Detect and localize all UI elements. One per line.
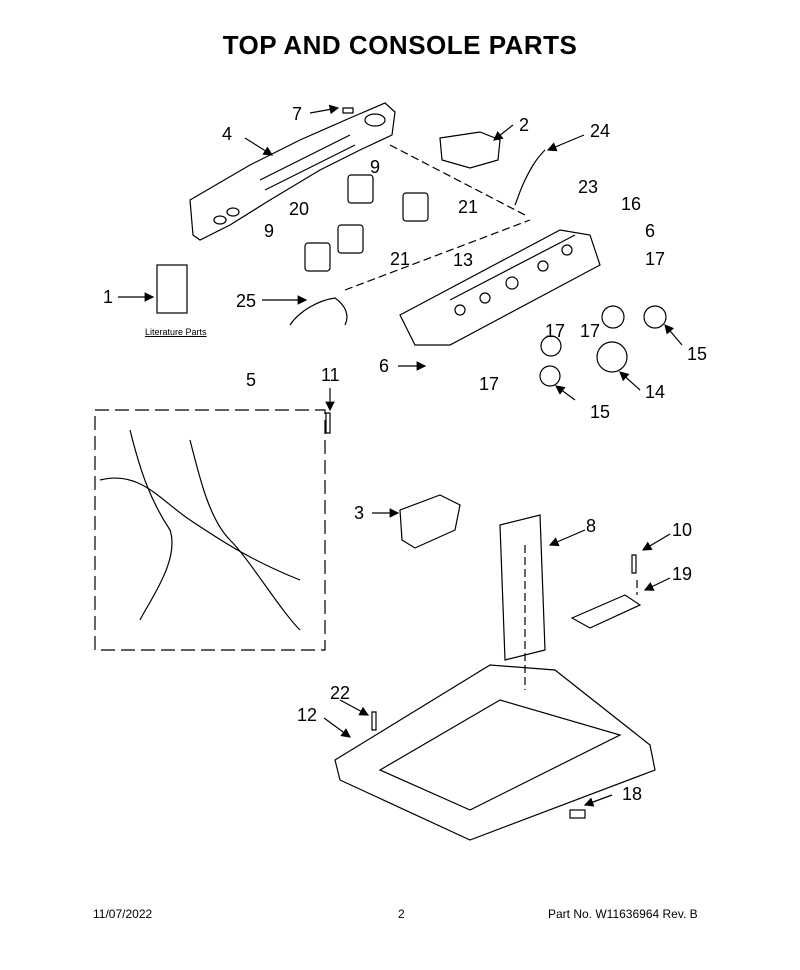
callout-18: 18 — [622, 784, 643, 804]
callout-15b: 15 — [590, 402, 611, 422]
callout-24: 24 — [590, 121, 611, 141]
callout-25: 25 — [236, 291, 257, 311]
callout-17d: 17 — [479, 374, 500, 394]
callout-17a: 17 — [645, 249, 666, 269]
callout-3: 3 — [354, 503, 365, 523]
callout-17b: 17 — [545, 321, 566, 341]
console-panel — [189, 102, 396, 241]
callout-7: 7 — [292, 104, 303, 124]
callout-5: 5 — [246, 370, 257, 390]
callout-13: 13 — [453, 250, 474, 270]
callout-21a: 21 — [458, 197, 479, 217]
callout-2: 2 — [519, 115, 530, 135]
callout-12: 12 — [297, 705, 318, 725]
callout-4: 4 — [222, 124, 233, 144]
callout-10: 10 — [672, 520, 693, 540]
callout-9a: 9 — [370, 157, 381, 177]
callout-9b: 9 — [264, 221, 275, 241]
callout-22: 22 — [330, 683, 351, 703]
callout-19: 19 — [672, 564, 693, 584]
callout-23: 23 — [578, 177, 599, 197]
callout-6a: 6 — [645, 221, 656, 241]
callout-20: 20 — [289, 199, 310, 219]
control-panel — [399, 229, 601, 346]
callout-8: 8 — [586, 516, 597, 536]
callout-15a: 15 — [687, 344, 708, 364]
callout-14: 14 — [645, 382, 666, 402]
footer-date: 11/07/2022 — [93, 907, 153, 921]
callout-6b: 6 — [379, 356, 390, 376]
callout-17c: 17 — [580, 321, 601, 341]
washer-top — [334, 664, 656, 841]
page-title: TOP AND CONSOLE PARTS — [222, 30, 578, 60]
callout-16: 16 — [621, 194, 642, 214]
literature-parts-label: Literature Parts — [145, 327, 207, 337]
footer-part-number: Part No. W11636964 Rev. B — [548, 907, 698, 921]
callout-1: 1 — [103, 287, 114, 307]
callout-11: 11 — [321, 365, 340, 385]
callout-21b: 21 — [390, 249, 411, 269]
footer-page-number: 2 — [398, 907, 405, 921]
